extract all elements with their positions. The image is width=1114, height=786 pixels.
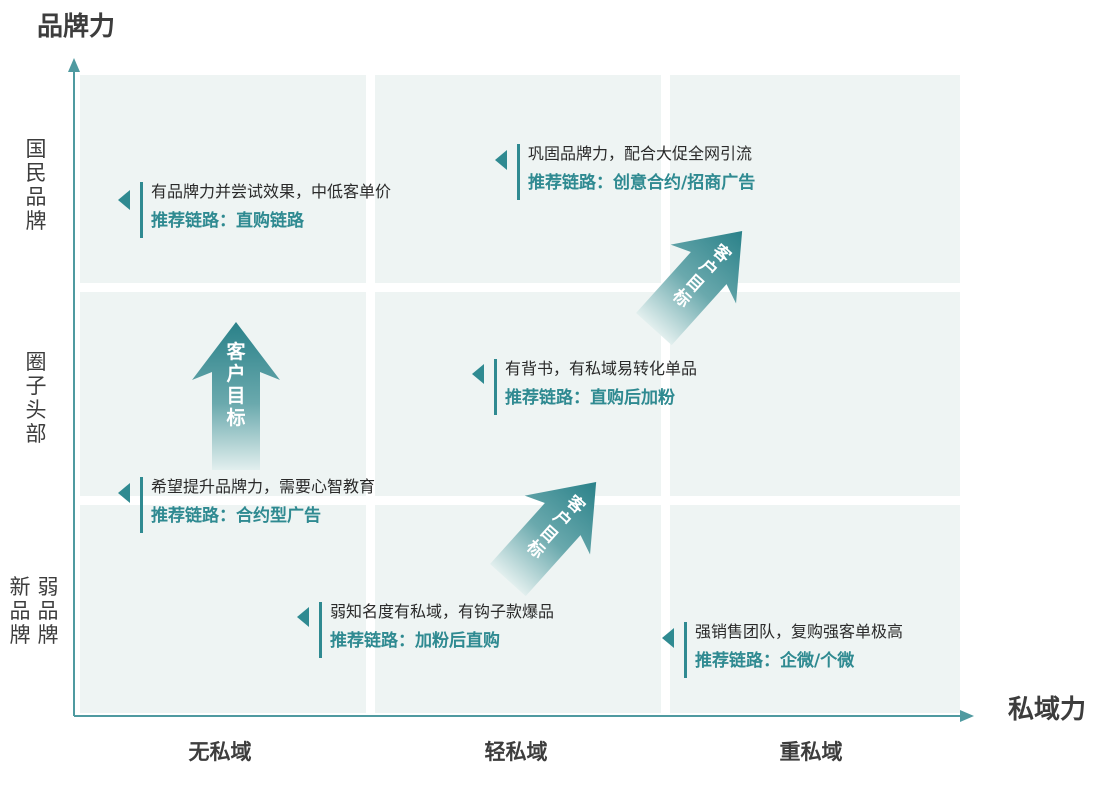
card-marker-icon xyxy=(495,150,507,170)
x-level-label-none: 无私域 xyxy=(188,740,252,764)
arrow-up-icon xyxy=(490,481,597,597)
y-level-label-char: 民 xyxy=(25,161,47,185)
recommend-route: 合约型广告 xyxy=(236,506,321,526)
card-marker-icon xyxy=(662,628,674,648)
card-marker-icon xyxy=(118,483,130,503)
card-recommendation: 推荐链路：直购后加粉 xyxy=(505,387,675,409)
arrow-up-icon xyxy=(192,322,280,470)
card-accent-bar xyxy=(684,622,687,678)
card-recommendation: 推荐链路：加粉后直购 xyxy=(330,630,500,652)
arrow-label-char: 客 xyxy=(226,340,246,363)
y-level-label-char: 头 xyxy=(25,398,47,422)
card-marker-icon xyxy=(118,190,130,210)
card-description: 有品牌力并尝试效果，中低客单价 xyxy=(151,182,392,201)
y-level-label-new: 新品牌 xyxy=(8,575,32,647)
y-level-label-char: 牌 xyxy=(37,623,59,647)
recommend-prefix: 推荐链路： xyxy=(505,388,590,408)
grid-cell xyxy=(670,505,960,713)
card-recommendation: 推荐链路：创意合约/招商广告 xyxy=(528,172,755,194)
arrow-up-icon xyxy=(636,230,743,346)
card-accent-bar xyxy=(494,359,497,415)
grid-cell xyxy=(80,75,366,283)
card-description: 希望提升品牌力，需要心智教育 xyxy=(151,477,376,496)
card-recommendation: 推荐链路：直购链路 xyxy=(151,210,304,232)
y-axis-arrowhead xyxy=(68,58,80,72)
x-axis-title: 私域力 xyxy=(1008,695,1087,725)
card-description: 有背书，有私域易转化单品 xyxy=(505,359,698,378)
y-level-label-char: 品 xyxy=(25,185,47,209)
card-accent-bar xyxy=(140,477,143,533)
recommend-prefix: 推荐链路： xyxy=(330,631,415,651)
recommend-route: 创意合约/招商广告 xyxy=(613,173,756,193)
x-level-label-heavy: 重私域 xyxy=(779,740,843,764)
x-axis-arrowhead xyxy=(960,710,974,722)
y-level-label-char: 圈 xyxy=(25,350,47,374)
card-recommendation: 推荐链路：企微/个微 xyxy=(695,650,854,672)
y-level-label-char: 品 xyxy=(9,599,31,623)
y-level-label-char: 国 xyxy=(25,137,47,161)
card-description: 弱知名度有私域，有钩子款爆品 xyxy=(330,602,555,621)
recommend-route: 企微/个微 xyxy=(780,651,855,671)
recommend-route: 加粉后直购 xyxy=(415,631,500,651)
y-level-label-char: 部 xyxy=(25,422,47,446)
x-level-label-light: 轻私域 xyxy=(484,740,548,764)
arrow-label-char: 标 xyxy=(226,407,245,429)
recommend-route: 直购后加粉 xyxy=(590,388,675,408)
recommend-prefix: 推荐链路： xyxy=(695,651,780,671)
y-level-label-char: 牌 xyxy=(9,623,31,647)
card-accent-bar xyxy=(140,182,143,238)
card-recommendation: 推荐链路：合约型广告 xyxy=(151,505,321,527)
recommend-prefix: 推荐链路： xyxy=(528,173,613,193)
card-marker-icon xyxy=(472,364,484,384)
card-description: 巩固品牌力，配合大促全网引流 xyxy=(528,144,753,163)
card-marker-icon xyxy=(297,607,309,627)
grid-cell xyxy=(80,505,366,713)
y-level-label-char: 新 xyxy=(9,575,31,599)
recommend-prefix: 推荐链路： xyxy=(151,211,236,231)
y-level-label-weak: 弱品牌 xyxy=(36,575,60,647)
grid-cell xyxy=(670,292,960,496)
recommend-prefix: 推荐链路： xyxy=(151,506,236,526)
grid-cell xyxy=(375,292,661,496)
arrow-label-char: 目 xyxy=(226,385,245,407)
y-level-label-char: 牌 xyxy=(25,209,47,233)
card-accent-bar xyxy=(319,602,322,658)
y-level-label-char: 品 xyxy=(37,599,59,623)
y-axis-title: 品牌力 xyxy=(37,12,116,42)
arrow-label-char: 户 xyxy=(226,362,245,385)
card-accent-bar xyxy=(517,144,520,200)
y-level-label-char: 子 xyxy=(25,374,47,398)
card-description: 强销售团队，复购强客单极高 xyxy=(695,622,904,641)
y-level-label-char: 弱 xyxy=(37,575,59,599)
y-level-label-national: 国民品牌 xyxy=(24,137,48,233)
recommend-route: 直购链路 xyxy=(236,211,304,231)
y-level-label-circle-top: 圈子头部 xyxy=(24,350,48,446)
